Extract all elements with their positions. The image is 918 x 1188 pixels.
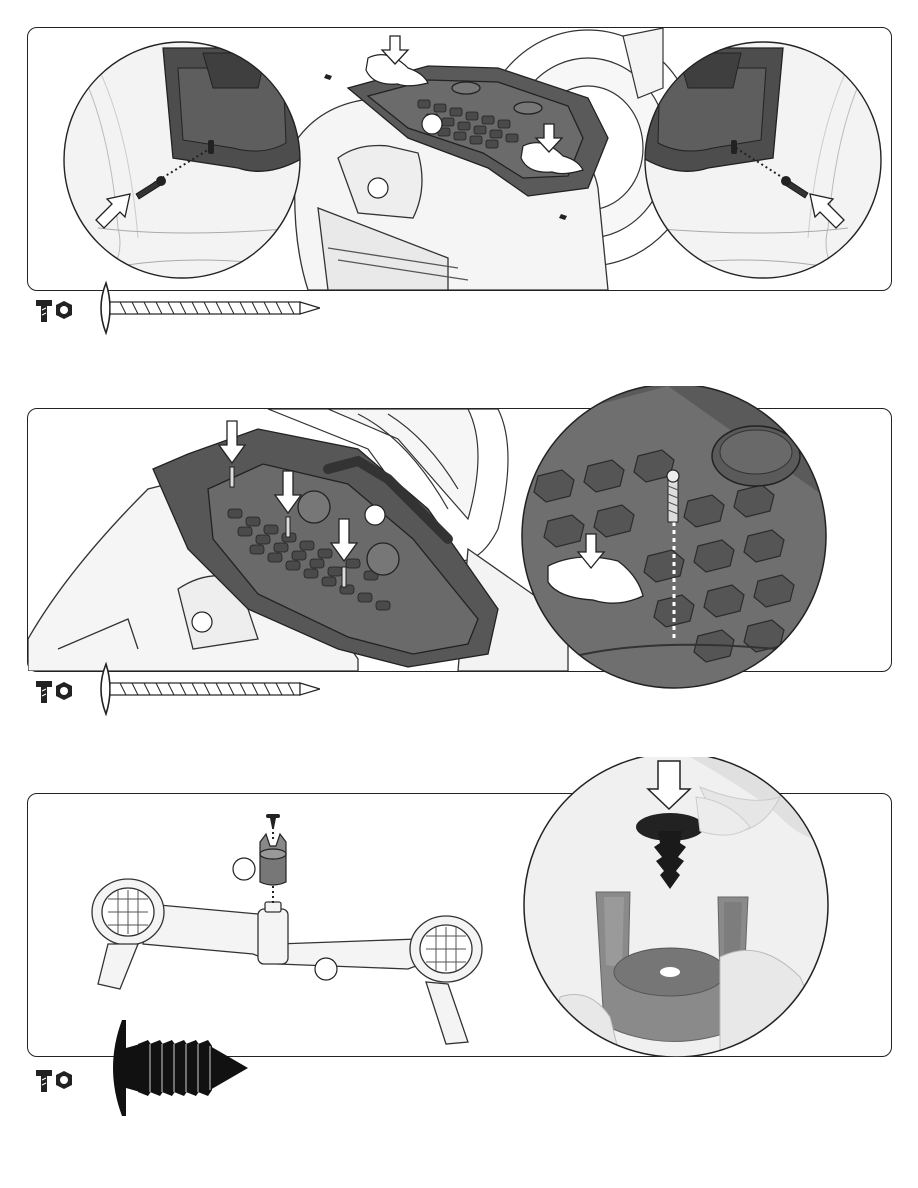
adapter-part [260,834,286,885]
screw-and-nut-icon [36,1070,72,1092]
step-1-hardware [30,280,320,336]
step-1-panel [27,27,892,291]
part-callout [233,858,255,880]
screw-and-nut-icon [36,681,72,703]
grille-screw-zoom [518,386,838,696]
right-screw-zoom [638,38,891,290]
rivet-photo-zoom [520,757,832,1057]
screw-and-nut-icon [36,300,72,322]
step-3-hardware [30,1018,260,1118]
part-callout [365,505,385,525]
part-callout [192,612,212,632]
push-rivet-icon [266,814,280,828]
step-1-illustration [28,28,891,290]
step-2-hardware [30,661,320,717]
left-screw-zoom [58,38,318,290]
part-callout [368,178,388,198]
push-rivet-icon [113,1020,248,1116]
long-screw-icon [101,283,320,333]
long-screw-icon [101,664,320,714]
part-callout [422,114,442,134]
screw-icon [667,470,679,522]
part-callout [315,958,337,980]
